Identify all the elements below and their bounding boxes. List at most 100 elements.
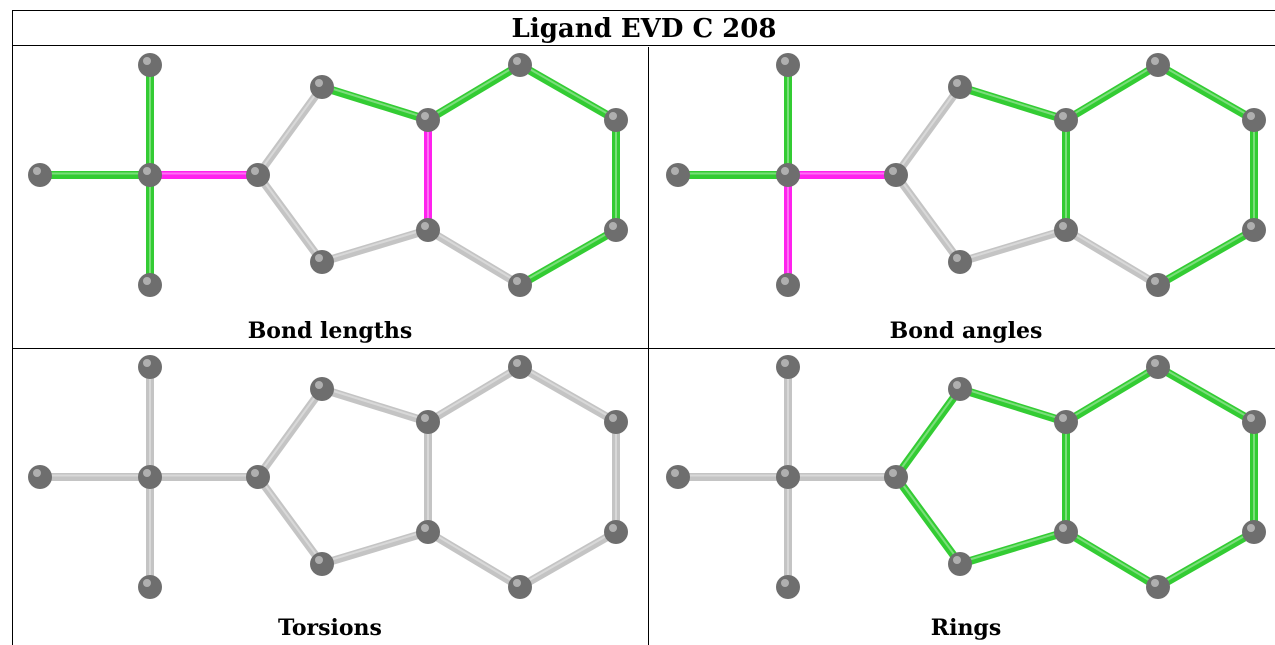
bond-8-12 [1062, 528, 1162, 591]
bond-9-7 [1062, 61, 1162, 124]
atom-shine [781, 167, 789, 175]
atom-8 [416, 218, 440, 242]
panel-bond-angles: Bond angles [638, 47, 1275, 348]
bond-8-12 [424, 528, 524, 591]
atom-4 [884, 163, 908, 187]
bond-highlight [257, 386, 323, 477]
atom-2 [776, 163, 800, 187]
atom-9 [1146, 53, 1170, 77]
bond-4-5 [892, 385, 964, 481]
bond-8-12 [1062, 226, 1162, 289]
atom-shine [671, 167, 679, 175]
atom-12 [508, 273, 532, 297]
bond-highlight [1157, 364, 1255, 422]
panel-bond-lengths: Bond lengths [0, 47, 648, 348]
atom-5 [948, 75, 972, 99]
atom-5 [310, 377, 334, 401]
atom-8 [1054, 520, 1078, 544]
bond-highlight [519, 364, 617, 422]
bond-4-6 [254, 473, 326, 568]
bond-highlight [321, 84, 429, 120]
atom-4 [884, 465, 908, 489]
atom-10 [1242, 108, 1266, 132]
atom-3 [776, 273, 800, 297]
bond-highlight [959, 84, 1067, 120]
molecule-bond-lengths [28, 53, 628, 297]
bond-4-6 [254, 171, 326, 266]
bond-highlight [257, 474, 323, 564]
atom-2 [138, 465, 162, 489]
atom-shine [1247, 414, 1255, 422]
atom-shine [1151, 57, 1159, 65]
atom-shine [143, 167, 151, 175]
bond-highlight [895, 386, 961, 477]
atom-7 [1054, 108, 1078, 132]
bond-highlight [321, 529, 429, 564]
atom-shine [609, 524, 617, 532]
atom-6 [948, 552, 972, 576]
bond-5-7 [318, 83, 432, 124]
atom-7 [1054, 410, 1078, 434]
bond-4-5 [254, 385, 326, 481]
atom-shine [251, 469, 259, 477]
atom-shine [781, 57, 789, 65]
atom-11 [604, 520, 628, 544]
atom-10 [604, 108, 628, 132]
bond-highlight [895, 84, 961, 175]
atom-shine [1059, 222, 1067, 230]
bond-4-5 [892, 83, 964, 179]
bond-6-8 [318, 226, 432, 266]
atom-shine [1247, 222, 1255, 230]
atom-3 [138, 273, 162, 297]
caption-bond-angles: Bond angles [889, 318, 1043, 344]
atom-shine [143, 277, 151, 285]
atom-shine [315, 556, 323, 564]
bond-12-11 [516, 226, 620, 289]
atom-6 [948, 250, 972, 274]
bond-highlight [959, 227, 1067, 262]
atom-shine [781, 277, 789, 285]
caption-bond-lengths: Bond lengths [247, 318, 413, 344]
atom-shine [1247, 524, 1255, 532]
atom-shine [421, 112, 429, 120]
atom-shine [889, 167, 897, 175]
caption-torsions: Torsions [278, 615, 382, 641]
bond-highlight [427, 364, 521, 422]
atom-shine [953, 556, 961, 564]
atom-shine [1059, 414, 1067, 422]
atom-12 [1146, 575, 1170, 599]
atom-9 [508, 53, 532, 77]
panel-torsions: Torsions [0, 349, 648, 645]
atom-shine [143, 57, 151, 65]
bond-4-6 [892, 171, 964, 266]
bond-highlight [1065, 62, 1159, 120]
caption-rings: Rings [930, 615, 1002, 641]
bond-8-12 [424, 226, 524, 289]
bond-highlight [959, 386, 1067, 422]
bond-highlight [895, 474, 961, 564]
bond-4-6 [892, 473, 964, 568]
bond-6-8 [956, 528, 1070, 568]
panel-rings: Rings [638, 349, 1275, 645]
bond-highlight [1065, 227, 1159, 285]
atom-2 [138, 163, 162, 187]
atom-1 [28, 163, 52, 187]
atom-8 [1054, 218, 1078, 242]
atom-shine [953, 254, 961, 262]
bond-highlight [321, 227, 429, 262]
atom-shine [889, 469, 897, 477]
atom-shine [609, 222, 617, 230]
bond-6-8 [318, 528, 432, 568]
atom-11 [604, 218, 628, 242]
atom-1 [666, 465, 690, 489]
atom-shine [513, 579, 521, 587]
atom-shine [781, 359, 789, 367]
bond-12-11 [516, 528, 620, 591]
atom-1 [28, 465, 52, 489]
atom-11 [1242, 218, 1266, 242]
atom-shine [143, 579, 151, 587]
bond-10-9 [516, 363, 620, 426]
bond-6-8 [956, 226, 1070, 266]
atom-shine [1247, 112, 1255, 120]
atom-shine [1151, 359, 1159, 367]
